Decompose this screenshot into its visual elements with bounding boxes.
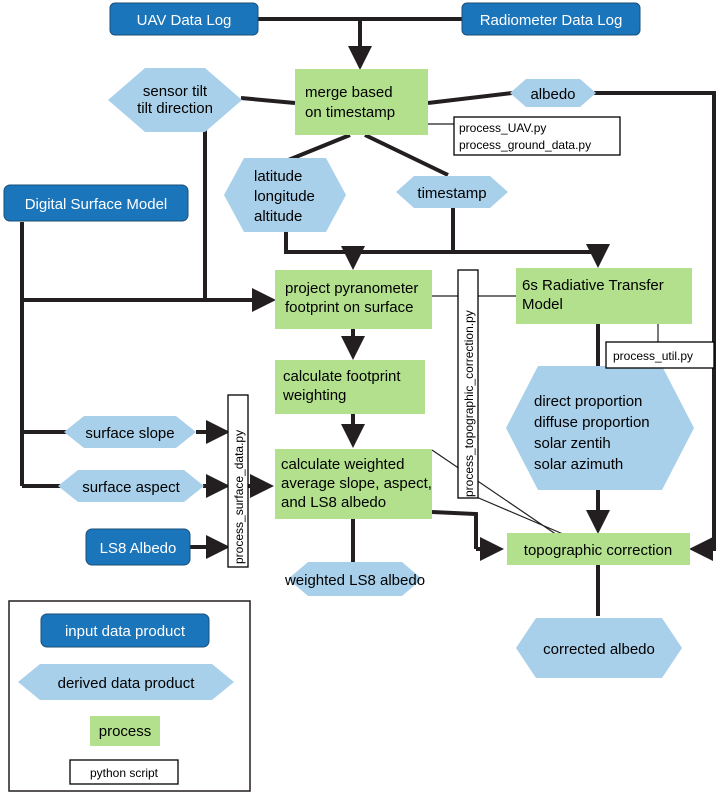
legend: input data product derived data product …: [8, 600, 251, 792]
ls8-label: LS8 Albedo: [100, 540, 177, 557]
diffuse-proportion-label: diffuse proportion: [534, 414, 650, 431]
connector-weighted-topo: [431, 510, 478, 549]
connector-tilt-merge: [240, 96, 296, 105]
weighted-ls8-label: weighted LS8 albedo: [284, 572, 425, 589]
uav-label: UAV Data Log: [137, 12, 232, 29]
node-6s-radiative-transfer: 6s Radiative Transfer Model: [516, 268, 692, 324]
node-ls8-albedo: LS8 Albedo: [85, 528, 191, 566]
script-process-util: process_util.py: [605, 341, 715, 369]
weighted-line-3: and LS8 albedo: [281, 494, 386, 511]
footprint-line-2: weighting: [282, 387, 346, 404]
sensor-tilt-label: sensor tilt: [143, 83, 208, 100]
connector-merge-timestamp: [364, 133, 449, 177]
script-process-util-label: process_util.py: [613, 349, 693, 363]
node-sensor-tilt: sensor tilt tilt direction: [108, 68, 242, 132]
weighted-line-1: calculate weighted: [281, 456, 404, 473]
direct-proportion-label: direct proportion: [534, 393, 642, 410]
tilt-direction-label: tilt direction: [137, 100, 213, 117]
6s-line-1: 6s Radiative Transfer: [522, 277, 664, 294]
footprint-line-1: calculate footprint: [283, 368, 401, 385]
node-project-footprint: project pyranometer footprint on surface: [275, 270, 432, 329]
node-uav-data-log: UAV Data Log: [109, 2, 259, 36]
surface-slope-label: surface slope: [85, 425, 174, 442]
topographic-correction-label: topographic correction: [524, 542, 672, 559]
corrected-albedo-label: corrected albedo: [543, 641, 655, 658]
node-timestamp: timestamp: [396, 176, 508, 208]
altitude-label: altitude: [254, 208, 302, 225]
dsm-label: Digital Surface Model: [25, 196, 168, 213]
surface-aspect-label: surface aspect: [82, 479, 180, 496]
project-line-1: project pyranometer: [285, 280, 418, 297]
legend-process-swatch: process: [90, 716, 160, 746]
script-process-uav-ground: process_UAV.py process_ground_data.py: [453, 116, 621, 156]
project-line-2: footprint on surface: [285, 299, 413, 316]
node-corrected-albedo: corrected albedo: [516, 618, 682, 678]
latitude-label: latitude: [254, 168, 302, 185]
node-surface-slope: surface slope: [64, 416, 196, 448]
node-albedo: albedo: [510, 79, 596, 107]
solar-azimuth-label: solar azimuth: [534, 456, 623, 473]
albedo-label: albedo: [530, 86, 575, 103]
script-process-topographic-correction: process_topographic_correction.py: [457, 269, 479, 499]
longitude-label: longitude: [254, 188, 315, 205]
node-lat-lon-alt: latitude longitude altitude: [224, 158, 346, 232]
legend-input-swatch: input data product: [40, 613, 210, 648]
script-process-uav-label: process_UAV.py: [459, 121, 546, 135]
script-process-ground-label: process_ground_data.py: [459, 138, 591, 152]
merge-line-1: merge based: [305, 84, 393, 101]
legend-script-label: python script: [90, 766, 159, 780]
connector-latlon-down: [284, 230, 598, 254]
script-process-surface-label: process_surface_data.py: [232, 430, 246, 564]
connectors: [20, 17, 716, 616]
legend-process-label: process: [99, 723, 152, 740]
node-radiometer-data-log: Radiometer Data Log: [461, 2, 641, 36]
node-footprint-weighting: calculate footprint weighting: [275, 360, 425, 414]
node-solar-parameters: direct proportion diffuse proportion sol…: [506, 366, 694, 490]
script-process-topographic-label: process_topographic_correction.py: [462, 310, 476, 497]
merge-line-2: on timestamp: [305, 104, 395, 121]
radiometer-label: Radiometer Data Log: [480, 12, 623, 29]
node-weighted-average: calculate weighted average slope, aspect…: [275, 449, 432, 519]
script-link-topographic-c: [473, 495, 571, 538]
node-topographic-correction: topographic correction: [507, 533, 690, 565]
legend-input-label: input data product: [65, 623, 186, 640]
script-link-surface-topo: [431, 449, 561, 538]
node-merge: merge based on timestamp: [295, 69, 428, 135]
6s-line-2: Model: [522, 296, 563, 313]
connector-merge-albedo: [427, 91, 513, 105]
script-process-surface-data: process_surface_data.py: [227, 394, 249, 568]
node-digital-surface-model: Digital Surface Model: [3, 184, 189, 222]
timestamp-label: timestamp: [417, 185, 486, 202]
weighted-line-2: average slope, aspect,: [281, 475, 432, 492]
legend-derived-label: derived data product: [58, 675, 196, 692]
legend-script-swatch: python script: [69, 759, 179, 785]
node-weighted-ls8-albedo: weighted LS8 albedo: [284, 562, 425, 596]
legend-derived-swatch: derived data product: [18, 664, 234, 700]
solar-zenith-label: solar zentih: [534, 435, 611, 452]
node-surface-aspect: surface aspect: [58, 470, 204, 502]
